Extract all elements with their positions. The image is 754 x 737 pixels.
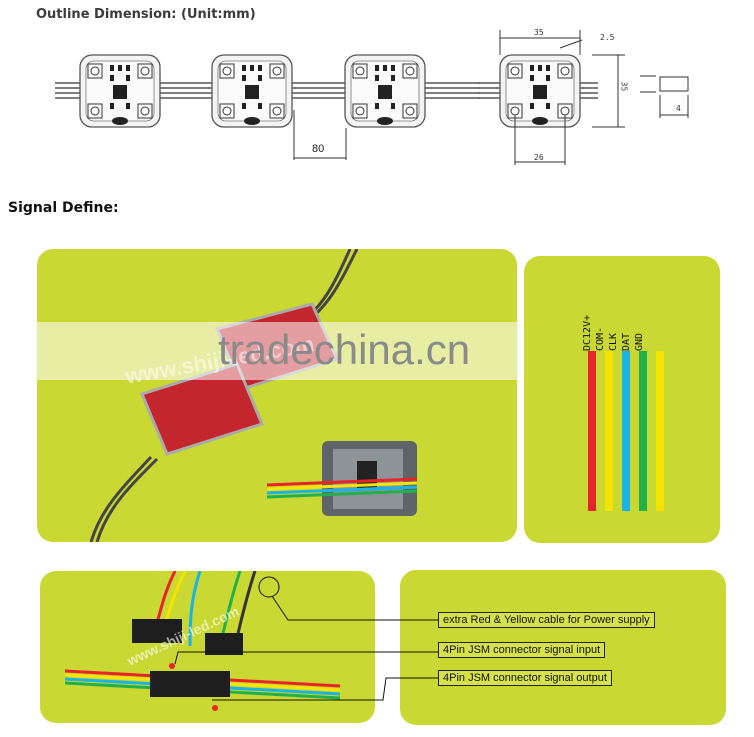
edge-label: 2.5 <box>600 33 615 42</box>
pitch-label: 80 <box>312 143 325 155</box>
connector-plug-2 <box>205 633 243 655</box>
wire-green <box>639 351 647 511</box>
hole-spacing-label: 26 <box>534 153 544 162</box>
outline-dimension-heading: Outline Dimension: (Unit:mm) <box>36 7 256 22</box>
width-label: 35 <box>534 28 544 37</box>
watermark-china: china.cn <box>313 326 471 373</box>
watermark-brand: tradechina.cn <box>218 326 470 374</box>
hole-dimension <box>514 115 566 165</box>
signal-input-annotation: 4Pin JSM connector signal input <box>438 642 606 658</box>
connector-photo: www.shiji-led.com <box>64 571 341 711</box>
wire-blue <box>622 351 630 511</box>
outline-title: Outline Dimension <box>36 7 172 22</box>
connector-plug-1 <box>132 619 182 643</box>
watermark-trade: trade <box>218 326 314 373</box>
connector-photo-panel: www.shiji-led.com <box>40 571 375 723</box>
signal-define-heading: Signal Define: <box>8 200 119 216</box>
led-module-photo <box>266 441 418 516</box>
wire-yellow-gnd <box>656 351 664 511</box>
outline-drawing <box>55 30 689 165</box>
width-dimension <box>499 30 583 55</box>
height-dimension <box>592 54 625 128</box>
thickness-label: 4 <box>676 104 681 113</box>
pitch-dimension <box>293 110 347 160</box>
wire-red <box>588 351 596 511</box>
wire-stripes <box>588 351 678 513</box>
outline-unit: : (Unit:mm) <box>171 7 256 22</box>
connector-plug-3 <box>150 671 230 697</box>
signal-output-annotation: 4Pin JSM connector signal output <box>438 670 612 686</box>
side-view <box>640 75 689 118</box>
wire-yellow <box>605 351 613 511</box>
wire-color-panel: DC12V+ COM- CLK DAT GND <box>524 256 720 543</box>
power-cable-annotation: extra Red & Yellow cable for Power suppl… <box>438 612 655 628</box>
